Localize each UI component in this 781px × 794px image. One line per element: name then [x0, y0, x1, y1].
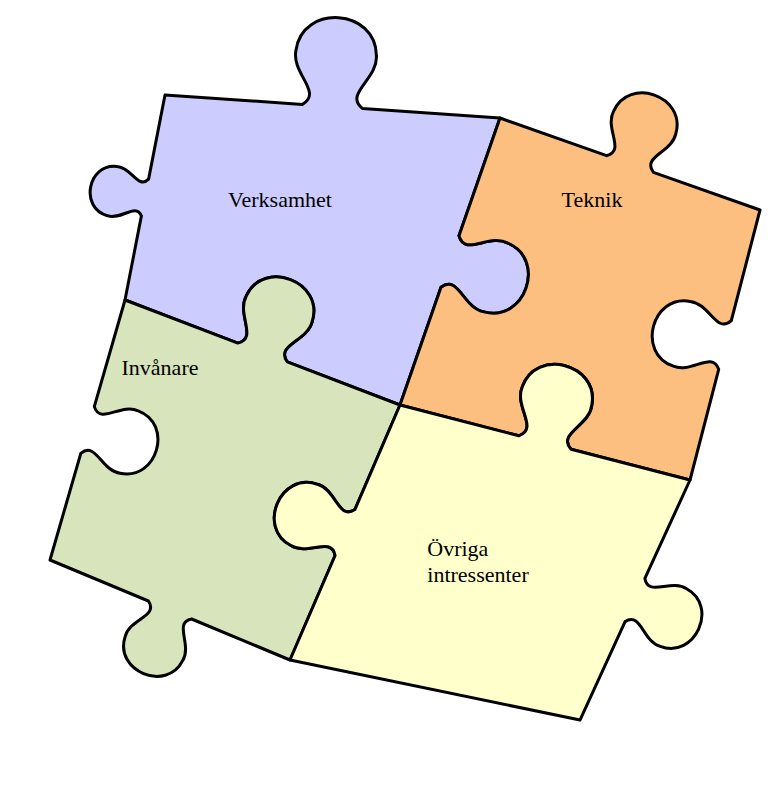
piece-shape [90, 18, 528, 405]
piece-label: Verksamhet [228, 187, 332, 213]
piece-label-holder: Övriga intressenter [427, 536, 528, 588]
piece-shape [50, 277, 400, 676]
piece-shape [274, 364, 702, 720]
piece-label-holder: Invånare [122, 355, 199, 381]
piece-label: Invånare [122, 355, 199, 381]
piece-label-holder: Teknik [562, 187, 623, 213]
piece-label-holder: Verksamhet [228, 187, 332, 213]
piece-label: Övriga intressenter [427, 536, 528, 588]
piece-shape [400, 93, 760, 480]
piece-label: Teknik [562, 187, 623, 213]
